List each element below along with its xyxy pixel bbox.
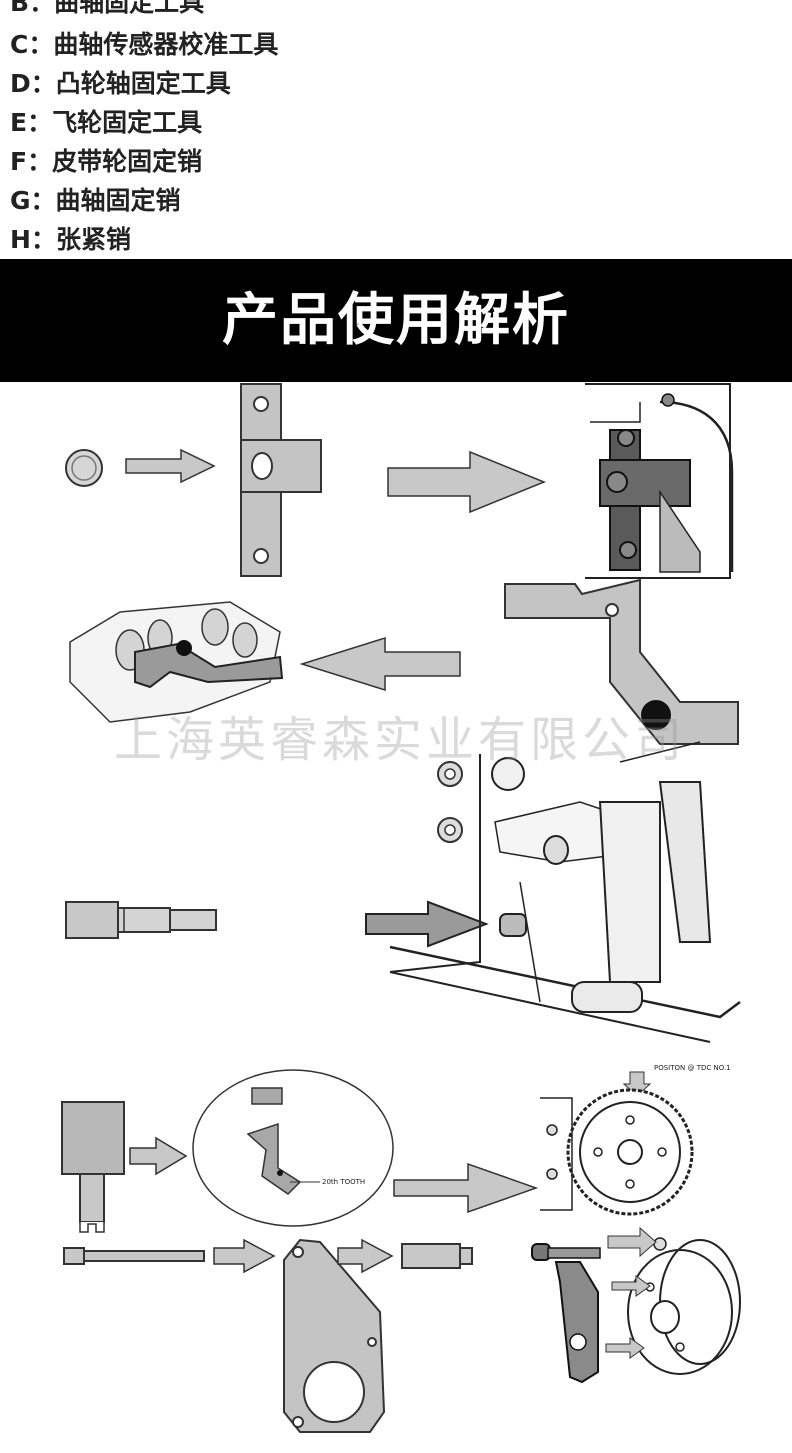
item-label: 张紧销 — [55, 225, 131, 254]
crankshaft-pin-part — [65, 901, 217, 939]
camshaft-engine-view — [69, 601, 284, 723]
usage-diagram: 20th TOOTH POSITON @ TDC NO.1 — [61, 383, 741, 1433]
camshaft-locking-plate — [504, 578, 739, 745]
item-letter: G — [10, 186, 31, 215]
section-banner: 产品使用解析 — [0, 259, 792, 382]
banner-title: 产品使用解析 — [222, 288, 570, 353]
item-label: 皮带轮固定销 — [52, 147, 203, 176]
list-item: G：曲轴固定销 — [10, 182, 181, 220]
flywheel-holding-plate — [283, 1238, 386, 1433]
item-letter: D — [10, 69, 31, 98]
arrow-right — [393, 1162, 539, 1214]
item-label: 凸轮轴固定工具 — [55, 69, 231, 98]
pulley-install-view — [531, 1226, 741, 1384]
camshaft-tool-step — [69, 578, 739, 745]
crankshaft-holding-bar — [240, 383, 322, 577]
crankshaft-pin-step — [65, 741, 741, 1043]
item-separator: ： — [30, 69, 56, 98]
item-separator: ： — [30, 225, 56, 254]
arrow-right — [213, 1238, 276, 1274]
washer-part — [437, 761, 463, 843]
list-item: B：曲轴固定工具 — [10, 0, 204, 22]
engine-crank-install-view — [585, 383, 734, 579]
list-item: C：曲轴传感器校准工具 — [10, 26, 278, 64]
arrow-right — [337, 1238, 394, 1274]
list-item: D：凸轮轴固定工具 — [10, 65, 231, 103]
crank-sensor-step: 20th TOOTH POSITON @ TDC NO.1 — [61, 1064, 731, 1233]
item-letter: E — [10, 108, 28, 137]
item-label: 曲轴传感器校准工具 — [53, 30, 279, 59]
item-label: 飞轮固定工具 — [52, 108, 203, 137]
sensor-detail-ellipse: 20th TOOTH — [192, 1069, 394, 1227]
item-separator: ： — [29, 0, 55, 17]
item-letter: H — [10, 225, 31, 254]
pulley-pin-part — [401, 1243, 473, 1269]
tdc-label: POSITON @ TDC NO.1 — [654, 1064, 731, 1072]
tension-pin-part — [63, 1247, 205, 1265]
tooth-label: 20th TOOTH — [322, 1178, 365, 1186]
arrow-right — [129, 1136, 188, 1176]
item-label: 曲轴固定工具 — [54, 0, 205, 17]
item-letter: C — [10, 30, 29, 59]
item-separator: ： — [27, 147, 53, 176]
list-item: H：张紧销 — [10, 221, 131, 259]
item-label: 曲轴固定销 — [55, 186, 181, 215]
item-separator: ： — [30, 186, 56, 215]
arrow-right — [365, 900, 489, 948]
item-separator: ： — [28, 30, 54, 59]
sensor-alignment-tool — [61, 1101, 125, 1233]
arrow-right — [387, 450, 546, 514]
item-separator: ： — [27, 108, 53, 137]
crankshaft-tool-step — [65, 383, 734, 579]
item-letter: B — [10, 0, 30, 17]
flywheel-tdc-view: POSITON @ TDC NO.1 — [540, 1064, 731, 1216]
engine-crank-pin-view — [389, 741, 741, 1043]
item-letter: F — [10, 147, 28, 176]
arrow-right — [125, 448, 216, 484]
pulley-pin-step — [63, 1226, 741, 1433]
list-item: F：皮带轮固定销 — [10, 143, 202, 181]
list-item: E：飞轮固定工具 — [10, 104, 202, 142]
round-plug-part — [65, 449, 103, 487]
arrow-left — [299, 636, 461, 692]
